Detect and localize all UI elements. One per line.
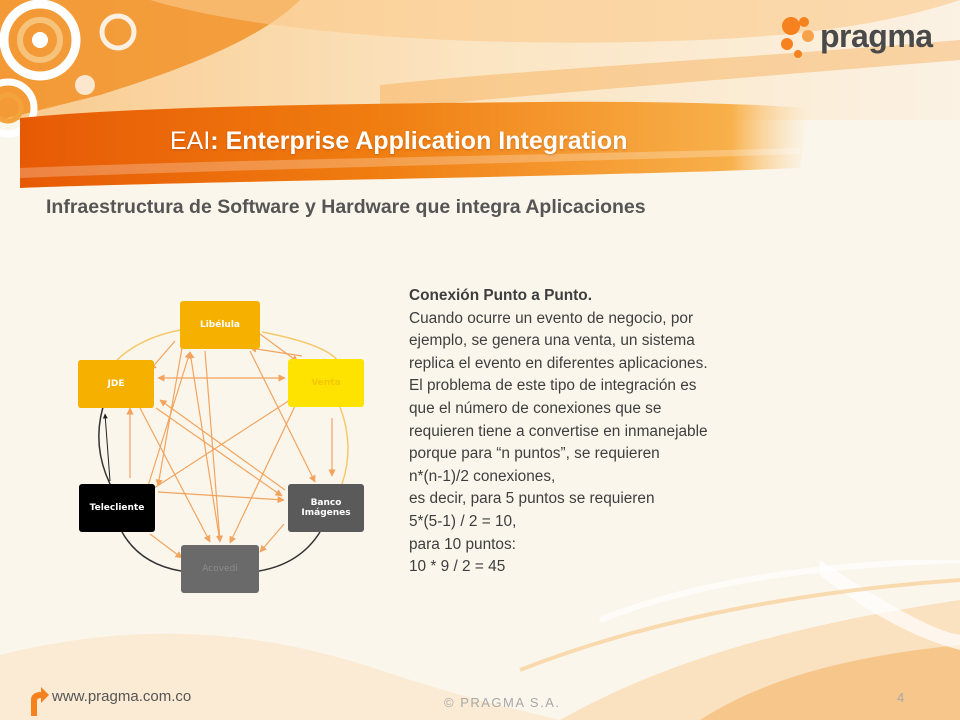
- description-line: ejemplo, se genera una venta, un sistema: [409, 332, 695, 350]
- connection-arrows: [98, 329, 349, 572]
- description-line: que el número de conexiones que se: [409, 399, 662, 417]
- pragma-logo: pragma: [778, 14, 938, 62]
- description-line: Cuando ocurre un evento de negocio, por: [409, 309, 694, 327]
- background-swirls-bottom: [0, 560, 960, 720]
- description-line: requieren tiene a convertise en inmaneja…: [409, 422, 708, 440]
- node-telecliente: Telecliente: [79, 484, 155, 532]
- description-line: es decir, para 5 puntos se requieren: [409, 490, 655, 508]
- node-acovedi: Acovedi: [181, 545, 259, 593]
- footer-copyright: © PRAGMA S.A.: [444, 695, 561, 710]
- description-line: n*(n-1)/2 conexiones,: [409, 467, 556, 485]
- title-banner: [20, 101, 810, 188]
- description-line: 10 * 9 / 2 = 45: [409, 558, 506, 576]
- node-libelula: Libélula: [180, 301, 260, 349]
- description-line: El problema de este tipo de integración …: [409, 377, 697, 395]
- url-arrow-icon: [31, 687, 49, 716]
- description-line: porque para “n puntos”, se requieren: [409, 445, 660, 463]
- logo-text: pragma: [820, 18, 933, 54]
- description-line: para 10 puntos:: [409, 535, 516, 553]
- description-text: Conexión Punto a Punto. Cuando ocurre un…: [409, 285, 809, 579]
- node-jde: JDE: [78, 360, 154, 408]
- page-title: EAI: Enterprise Application Integration: [170, 127, 628, 155]
- page-number: 4: [897, 690, 905, 705]
- pragma-logo-icon: [781, 17, 814, 58]
- description-line: replica el evento en diferentes aplicaci…: [409, 354, 708, 372]
- description-line: 5*(5-1) / 2 = 10,: [409, 512, 517, 530]
- footer-url: www.pragma.com.co: [52, 688, 192, 705]
- subtitle: Infraestructura de Software y Hardware q…: [46, 196, 646, 218]
- description-heading: Conexión Punto a Punto.: [409, 287, 592, 304]
- node-venta: Venta: [288, 359, 364, 407]
